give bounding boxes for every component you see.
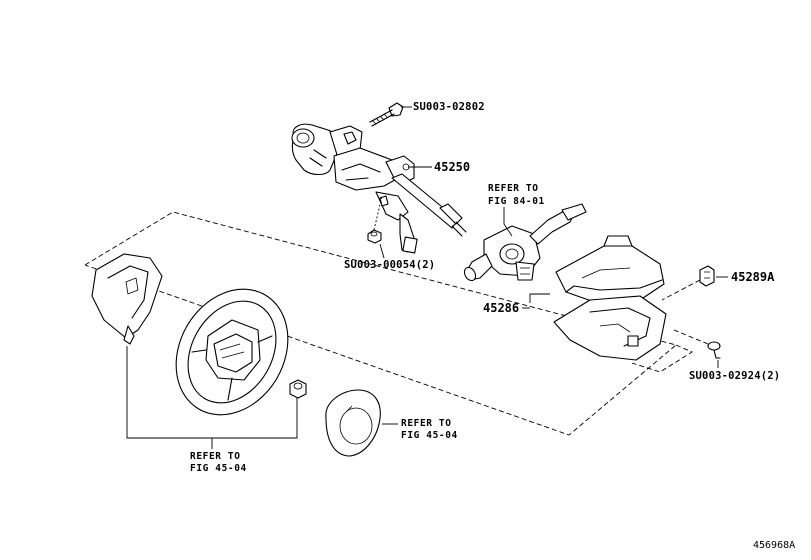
label-refer-fig-84-01-line1: REFER TO — [488, 183, 539, 194]
label-part-45250: 45250 — [434, 160, 471, 174]
column-cover-lower-illustration — [553, 295, 667, 361]
nut-illustration — [367, 229, 382, 244]
bolt-illustration — [369, 102, 404, 127]
steering-wheel-illustration — [175, 288, 289, 416]
label-refer-fig-45-04-wheel-line2: FIG 45-04 — [190, 463, 247, 474]
steering-column-illustration — [291, 123, 467, 254]
label-part-45286: 45286 — [483, 301, 520, 315]
label-bolt-su003-02802: SU003-02802 — [413, 101, 485, 113]
label-nut-su003-00054: SU003-00054(2) — [344, 259, 436, 271]
assembly-boundary-dashed — [84, 211, 693, 436]
label-refer-fig-84-01-line2: FIG 84-01 — [488, 196, 545, 207]
wheel-nut-illustration — [289, 379, 307, 399]
illustration-id: 456968A — [753, 540, 796, 551]
label-screw-su003-02924: SU003-02924(2) — [689, 370, 781, 382]
clip-leader-dashed — [661, 279, 701, 301]
screw-illustration — [707, 341, 721, 359]
combination-switch-illustration — [463, 203, 587, 282]
airbag-pad-illustration — [325, 389, 381, 457]
screw-leader-dashed — [673, 329, 709, 345]
leader-lines — [126, 106, 728, 449]
label-part-45289a: 45289A — [731, 270, 775, 284]
column-cover-upper-illustration — [555, 235, 665, 305]
wheel-rear-cover-illustration — [91, 253, 163, 345]
label-refer-fig-45-04-wheel-line1: REFER TO — [190, 451, 241, 462]
clip-illustration — [699, 265, 715, 287]
label-refer-fig-45-04-pad-line1: REFER TO — [401, 418, 452, 429]
nut-leader-dotted — [373, 195, 383, 231]
label-refer-fig-45-04-pad-line2: FIG 45-04 — [401, 430, 458, 441]
